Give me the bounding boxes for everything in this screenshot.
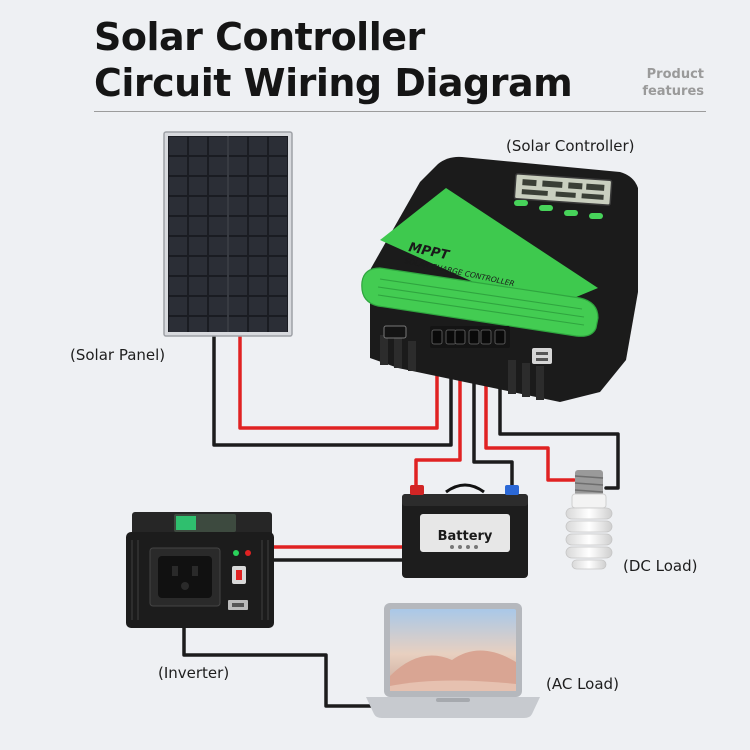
lcd-display <box>513 173 613 206</box>
ac-load-laptop <box>366 603 540 718</box>
load-negative-wire <box>498 346 620 490</box>
ac-power-cord <box>182 626 374 708</box>
inverter <box>126 512 274 628</box>
solar-panel <box>163 131 293 337</box>
solar-panel-label: (Solar Panel) <box>70 346 166 364</box>
solar-controller-label: (Solar Controller) <box>506 137 635 155</box>
heatsink-fins <box>380 335 544 400</box>
ac-load-label: (AC Load) <box>546 675 619 693</box>
title-line-1: Solar Controller <box>94 15 425 59</box>
title-line-2: Circuit Wiring Diagram <box>94 61 573 105</box>
solar-controller: MPPT SOLAR CHARGE CONTROLLER <box>361 156 638 402</box>
battery: Battery <box>402 483 528 578</box>
dc-load-bulb <box>565 470 613 570</box>
controller-buttons <box>514 200 603 219</box>
wires <box>182 333 620 708</box>
panel-positive-wire <box>238 333 439 430</box>
page-title: Solar Controller Circuit Wiring Diagram <box>94 14 573 106</box>
battery-label: Battery <box>438 529 493 544</box>
inverter-label: (Inverter) <box>158 664 230 682</box>
header-divider <box>94 111 706 112</box>
load-positive-wire <box>484 346 576 482</box>
battery-positive-wire <box>414 346 462 492</box>
product-features-note: Product features <box>642 67 704 99</box>
dc-load-label: (DC Load) <box>623 557 698 575</box>
controller-terminals <box>383 325 510 348</box>
panel-negative-wire <box>212 333 453 447</box>
battery-negative-wire <box>472 346 514 492</box>
usb-port <box>532 348 552 364</box>
